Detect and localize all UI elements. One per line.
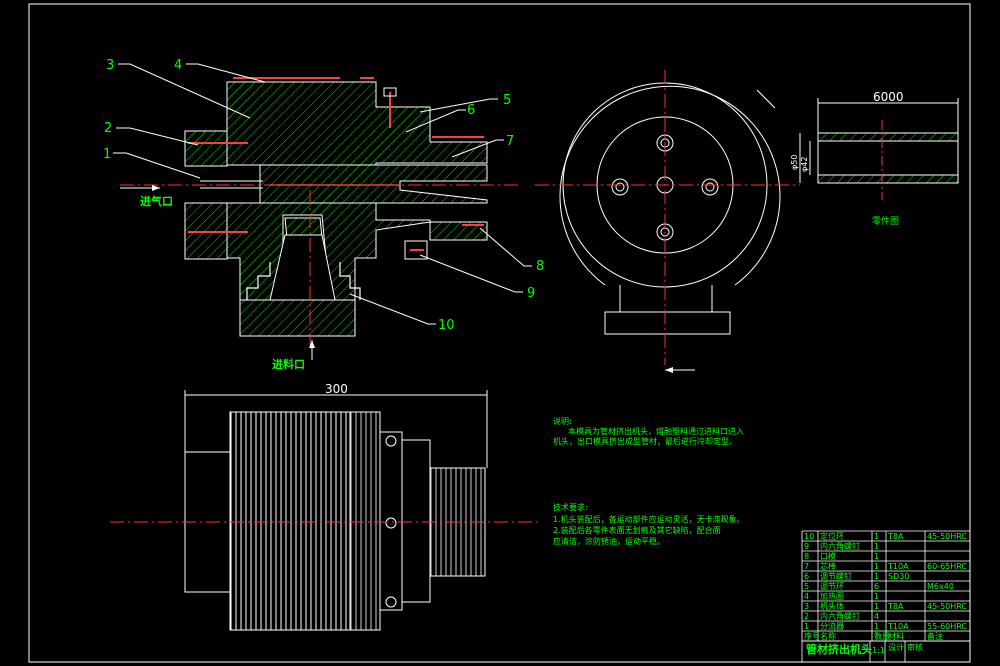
balloon-10: 10 xyxy=(438,318,455,333)
notes-line-1: 本模具为管材挤出机头，熔融塑料通过进料口进入 xyxy=(568,426,744,436)
front-length-dim: 300 xyxy=(325,382,348,396)
part-view-label: 零件图 xyxy=(872,215,899,227)
scale: 1:1 xyxy=(872,646,885,655)
balloon-leaders xyxy=(113,63,532,325)
bom-cell-qty: 1 xyxy=(874,622,879,631)
label-check: 审核 xyxy=(907,642,923,652)
tech-line-1: 1.机头装配后，各运动部件应运动灵活，无卡滞现象。 xyxy=(553,514,745,524)
bom-cell-note: 45-50HRC xyxy=(927,602,967,611)
bom-cell-mat: T8A xyxy=(887,532,904,541)
tech-line-2: 2.装配后各零件表面无划痕及其它缺陷，配合面 xyxy=(553,525,721,535)
bom-cell-qty: 1 xyxy=(874,552,879,561)
bom-cell-no: 1 xyxy=(804,622,809,631)
feed-inlet-label: 进料口 xyxy=(272,357,305,371)
bom-header-no: 序号 xyxy=(804,631,820,641)
balloon-6: 6 xyxy=(467,103,475,118)
bom-cell-name: 分流器 xyxy=(820,621,844,631)
bom-cell-name: 加热圈 xyxy=(820,591,844,601)
bom-cell-no: 3 xyxy=(804,602,809,611)
balloon-7: 7 xyxy=(506,134,514,149)
bom-cell-no: 9 xyxy=(804,542,809,551)
bom-header-qty: 数量 xyxy=(874,631,890,641)
section-view xyxy=(120,77,520,360)
bom-cell-name: 调节环 xyxy=(820,582,844,591)
bom-cell-no: 4 xyxy=(804,592,809,601)
label-design: 设计 xyxy=(888,642,904,652)
bom-header-name: 名称 xyxy=(820,631,836,641)
part-view xyxy=(799,98,959,184)
notes-line-2: 机头，出口模具挤出成型管材，最后进行冷却定型。 xyxy=(553,436,737,446)
bom-cell-qty: 1 xyxy=(874,542,879,551)
bom-cell-name: 内六角螺钉 xyxy=(820,541,860,551)
balloon-8: 8 xyxy=(536,259,544,274)
tech-line-3: 应清洁，涂防锈油，运动平稳。 xyxy=(553,536,665,546)
balloon-3: 3 xyxy=(106,58,114,73)
tech-title: 技术要求: xyxy=(553,502,588,512)
bom-cell-no: 6 xyxy=(804,572,809,581)
bom-header-note: 备注 xyxy=(927,631,943,641)
bom-cell-qty: 6 xyxy=(874,582,879,591)
part-outer-dia: φ50 xyxy=(790,155,799,170)
bom-cell-qty: 1 xyxy=(874,572,879,581)
bom-cell-name: 机头体 xyxy=(820,601,844,611)
bom-cell-mat: T10A xyxy=(887,562,909,571)
bom-cell-note: 60-65HRC xyxy=(927,562,967,571)
bom-cell-note: 45-50HRC xyxy=(927,532,967,541)
bom-cell-name: 口模 xyxy=(820,551,836,561)
balloon-1: 1 xyxy=(103,147,111,162)
bom-cell-mat: SD30 xyxy=(888,572,909,581)
balloon-4: 4 xyxy=(174,58,182,73)
bom-cell-no: 2 xyxy=(804,612,809,621)
bom-cell-no: 10 xyxy=(804,532,814,541)
balloon-2: 2 xyxy=(104,121,112,136)
bom-cell-no: 7 xyxy=(804,562,809,571)
bom-cell-name: 内六角螺钉 xyxy=(820,611,860,621)
bom-cell-name: 定位环 xyxy=(820,531,844,541)
bom-cell-qty: 4 xyxy=(874,612,879,621)
side-view xyxy=(559,82,781,335)
bom-cell-no: 8 xyxy=(804,552,809,561)
bom-cell-qty: 1 xyxy=(874,592,879,601)
title-block-title: 管材挤出机头 xyxy=(806,642,872,656)
bom-cell-qty: 1 xyxy=(874,532,879,541)
bom-cell-note: M6x40 xyxy=(927,582,954,591)
bom-cell-qty: 1 xyxy=(874,562,879,571)
air-inlet-label: 进气口 xyxy=(140,194,173,208)
bom-cell-note: 55-60HRC xyxy=(927,622,967,631)
balloon-5: 5 xyxy=(503,93,511,108)
bom-cell-no: 5 xyxy=(804,582,809,591)
part-length-dim: 6000 xyxy=(873,90,904,104)
bom-cell-name: 芯棒 xyxy=(820,561,836,571)
bom-cell-mat: T10A xyxy=(887,622,909,631)
front-view xyxy=(184,390,488,631)
bom-header-mat: 材料 xyxy=(888,631,904,641)
bom-cell-mat: T8A xyxy=(887,602,904,611)
drawing-border xyxy=(28,3,971,663)
part-inner-dia: φ42 xyxy=(800,157,809,172)
balloon-9: 9 xyxy=(527,286,535,301)
bom-cell-name: 调节螺钉 xyxy=(820,571,852,581)
bom-cell-qty: 1 xyxy=(874,602,879,611)
notes-title: 说明: xyxy=(553,416,572,426)
